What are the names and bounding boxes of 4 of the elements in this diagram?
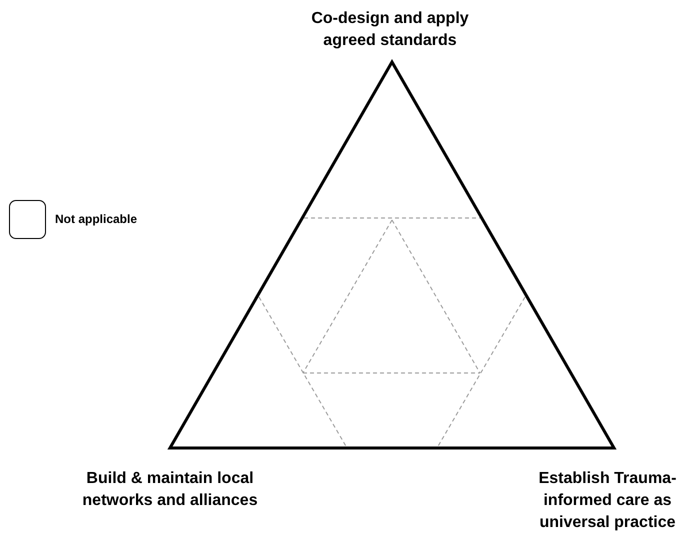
legend-label: Not applicable	[55, 212, 138, 226]
corner-label: Build & maintain local networks and alliances	[81, 469, 259, 511]
corner-label: Establish Trauma-informed care as universal practice	[538, 469, 678, 533]
corner-label: Co-design and apply agreed standards	[310, 9, 470, 51]
